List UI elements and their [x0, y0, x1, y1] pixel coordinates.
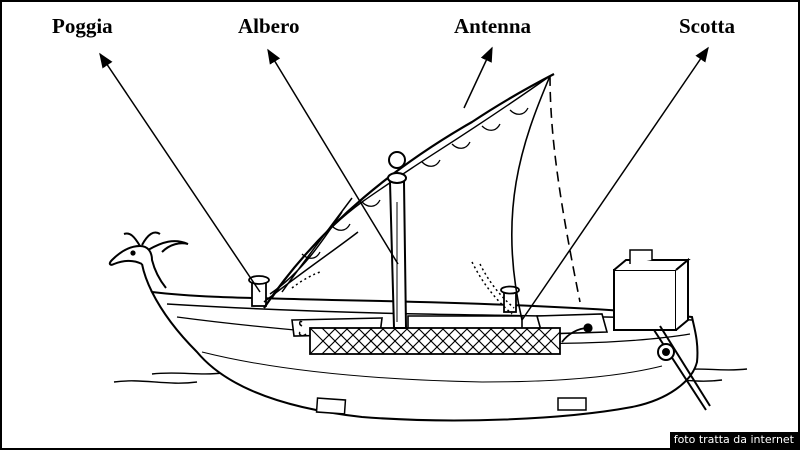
antenna-yard [263, 73, 555, 309]
albero-arrow [267, 48, 399, 265]
rowing-bench [298, 320, 593, 355]
photo-credit: foto tratta da internet [669, 432, 798, 448]
label-antenna: Antenna [454, 14, 532, 38]
callout-arrows [99, 46, 709, 321]
label-scotta: Scotta [679, 14, 735, 38]
mast [387, 151, 408, 329]
sail [263, 75, 581, 321]
poggia-arrow [99, 52, 261, 293]
label-albero: Albero [238, 14, 300, 38]
scotta-arrow [521, 46, 709, 321]
label-poggia: Poggia [52, 14, 113, 38]
bow-figurehead [108, 231, 189, 293]
stern-cabin [613, 249, 691, 331]
antenna-arrow [463, 46, 493, 109]
steering-oar [653, 325, 711, 411]
